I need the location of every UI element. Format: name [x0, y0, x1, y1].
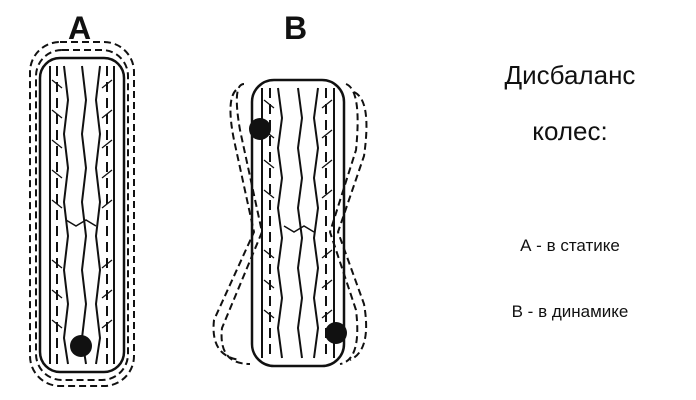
figure-label-a: A	[68, 10, 92, 46]
tire-b-imbalance-weight-bottom	[325, 322, 347, 344]
tire-b-body	[250, 78, 346, 368]
tire-a-body	[38, 56, 126, 374]
tire-b-imbalance-weight-top	[249, 118, 271, 140]
diagram-title-line1: Дисбаланс	[504, 60, 636, 90]
tire-a-displaced-outline-inner	[35, 49, 129, 381]
figure-label-b: B	[284, 10, 308, 46]
tire-a-tread-groove	[62, 65, 70, 365]
tire-a	[29, 41, 135, 387]
legend-item-b: В - в динамике	[511, 302, 629, 321]
tire-b	[212, 78, 368, 368]
tire-b-tread-groove	[276, 87, 284, 359]
tire-a-imbalance-weight	[70, 335, 92, 357]
legend-item-a: А - в статике	[520, 236, 620, 255]
tire-b-tread-groove	[296, 87, 304, 359]
tire-a-tread-groove	[94, 65, 102, 365]
diagram-title-line2: колес:	[532, 116, 608, 146]
tire-a-tread-groove	[80, 65, 88, 365]
tire-a-displaced-outline-outer	[29, 41, 135, 387]
tire-b-wobble-outline-right	[328, 83, 359, 365]
tire-b-tread-groove	[312, 87, 320, 359]
